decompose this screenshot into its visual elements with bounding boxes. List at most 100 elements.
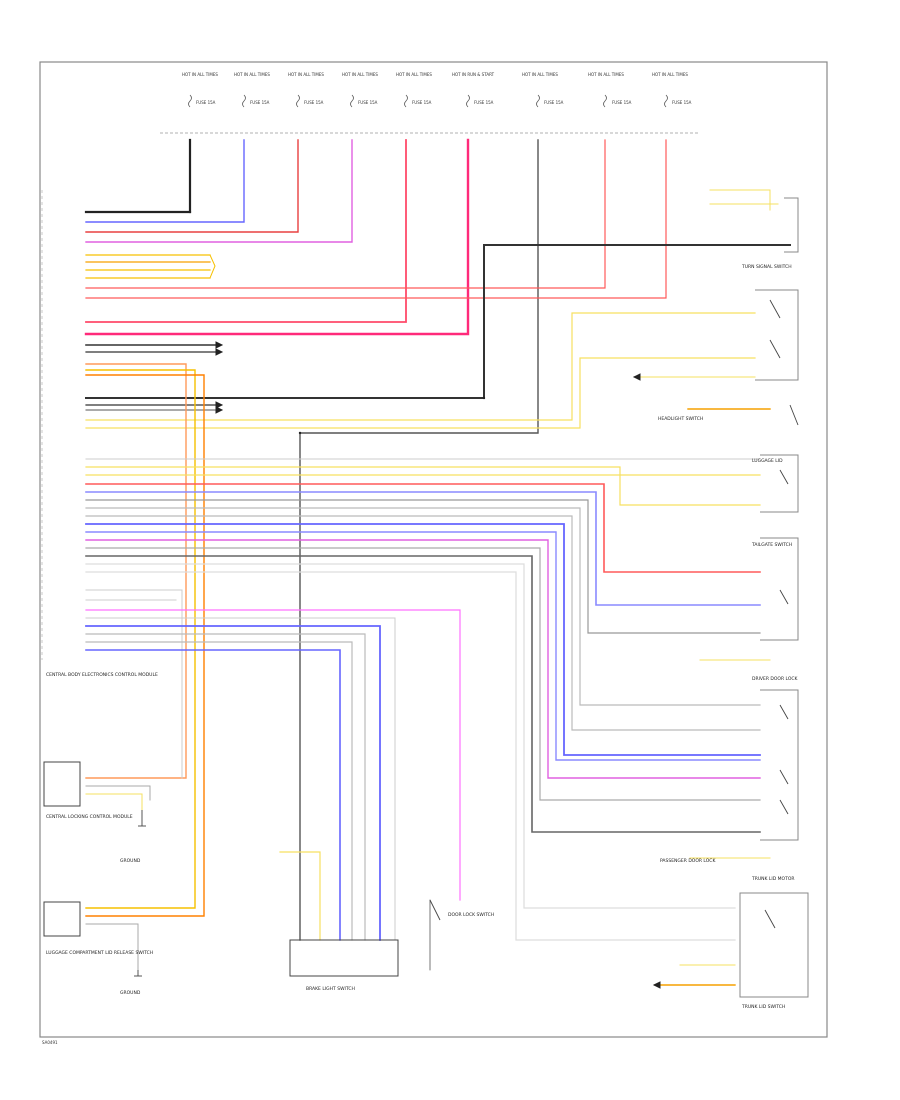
wire-yellow [709,189,771,211]
turn-switch-box [755,289,799,381]
arrow-icon [652,981,661,989]
arrow-icon [215,341,224,349]
component-label: LUGGAGE LID [752,458,783,464]
switch-contact [429,899,441,921]
luggage-lid-box [760,454,799,513]
wire-blue [85,523,761,756]
wire-gray [85,547,761,801]
arrow-icon [215,348,224,356]
wire-gray [85,515,761,731]
fuse-label: FUSE 15A [358,100,378,105]
component-label: CENTRAL BODY ELECTRONICS CONTROL MODULE [46,672,158,678]
wire-blue [85,491,761,606]
hot-label: HOT IN ALL TIMES [652,72,688,77]
wire-gray [85,563,736,909]
footer-code: SA0491 [42,1040,58,1045]
splice [482,396,486,400]
components [43,197,809,998]
switch-contact [779,704,789,720]
arrows [215,341,661,989]
door-lock-box [760,689,799,841]
wire-magenta [84,138,470,336]
wire-blue [85,649,341,941]
trunk-lid-motor-box [739,892,809,998]
splices [188,210,486,435]
splice [188,210,192,214]
tailgate-switch-box [760,537,799,641]
component-label: DOOR LOCK SWITCH [448,912,494,918]
fuse-symbol [466,94,470,108]
fuse-label: FUSE 15A [304,100,324,105]
splice [298,431,302,435]
component-label: CENTRAL LOCKING CONTROL MODULE [46,814,133,820]
wire-red [85,139,667,299]
component-label: TURN SIGNAL SWITCH [741,264,792,270]
arrow-icon [215,401,224,409]
arrow-icon [215,406,224,414]
wire-pink [85,139,353,243]
component-label-group: CENTRAL BODY ELECTRONICS CONTROL MODULE … [46,264,799,1010]
wire-yellow [85,793,143,811]
wire-yellow [279,851,321,941]
fuse-symbol [664,94,668,108]
grounds [134,810,146,977]
wire-red [85,139,407,323]
control-module-box [43,901,81,937]
central-locking-module-box [43,761,81,807]
wire-splice [209,254,216,279]
fuse-symbol [603,94,607,108]
wire-yellow [85,369,196,909]
wire-black [85,244,791,399]
hot-label: HOT IN ALL TIMES [588,72,624,77]
wire-yellow [85,357,756,429]
diagram-frame [39,61,828,1038]
wire-gray [85,617,396,941]
fuse-label: FUSE 15A [474,100,494,105]
lamp-box [784,197,799,253]
wires [84,138,791,986]
wire-yellow [85,312,756,421]
switch-contact [764,909,776,929]
wire-gray [85,555,761,833]
switch-contact [769,299,781,319]
component-label: DRIVER DOOR LOCK [752,676,799,682]
wire-red [85,139,606,289]
wire-blue [85,139,245,223]
component-label: TAILGATE SWITCH [751,542,792,548]
switch-contact [779,589,789,605]
fuse-symbol [188,94,192,108]
component-label: BRAKE LIGHT SWITCH [306,986,355,992]
component-label: PASSENGER DOOR LOCK [660,858,716,864]
switch-contact [779,469,789,485]
wire-gray [85,785,151,801]
hot-label: HOT IN ALL TIMES [182,72,218,77]
wire-gray [85,589,183,779]
hot-label: HOT IN ALL TIMES [522,72,558,77]
hot-label: HOT IN ALL TIMES [342,72,378,77]
wire-gray [85,633,366,941]
switch-contact [779,799,789,815]
wire-orange [85,374,205,917]
fuse-label: FUSE 15A [196,100,216,105]
wire-blue [85,531,761,761]
component-label: GROUND [120,858,141,864]
hot-label: HOT IN RUN & START [452,72,495,77]
hot-label: HOT IN ALL TIMES [288,72,324,77]
wire-pink [85,539,761,779]
arrow-icon [632,373,641,381]
brake-light-switch-box [289,939,399,977]
wire-yellow [85,466,761,506]
fuse-label: FUSE 15A [412,100,432,105]
switch-contacts [429,299,799,929]
component-label: HEADLIGHT SWITCH [658,416,703,422]
component-label: GROUND [120,990,141,996]
wire-gray [85,571,736,941]
wire-gray [85,507,761,706]
wire-orange [85,363,187,779]
wire-red [85,483,761,573]
fuse-symbol [350,94,354,108]
fuse-symbols [188,94,668,108]
wire-gray [85,923,139,971]
